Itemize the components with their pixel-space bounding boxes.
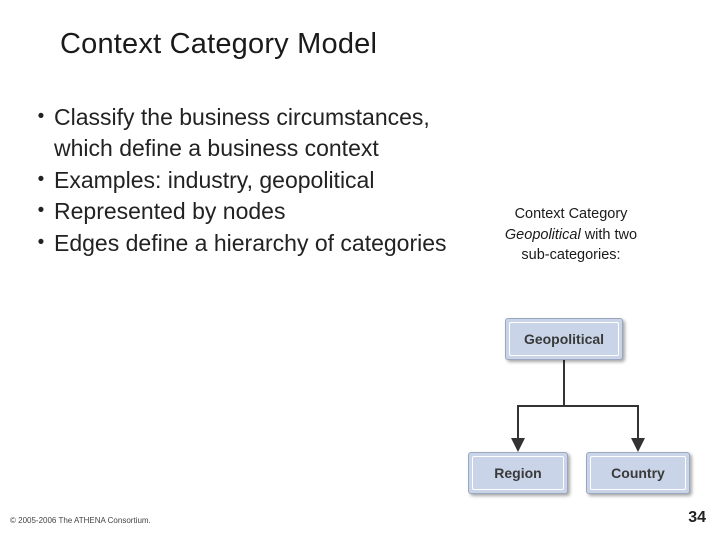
diagram-node-region[interactable]: Region xyxy=(468,452,568,494)
bullet-text: Classify the business circumstances, whi… xyxy=(54,104,430,161)
context-category-diagram: Geopolitical Region Country xyxy=(448,300,698,520)
diagram-caption-line-3: sub-categories: xyxy=(521,247,621,264)
diagram-caption-line-2: Geopolitical with two xyxy=(456,225,686,246)
diagram-node-label: Country xyxy=(611,465,665,481)
bullet-text: Edges define a hierarchy of categories xyxy=(54,230,447,257)
diagram-node-label: Region xyxy=(494,465,542,481)
diagram-node-label: Geopolitical xyxy=(523,331,605,347)
diagram-node-geopolitical[interactable]: Geopolitical xyxy=(505,318,623,360)
bullet-text: Represented by nodes xyxy=(54,198,286,225)
page-number: 34 xyxy=(688,509,706,526)
diagram-caption-line-2-rest: with two xyxy=(580,226,638,243)
page-title: Context Category Model xyxy=(60,28,378,60)
diagram-caption-line-1: Context Category xyxy=(514,206,628,222)
diagram-caption-emphasis: Geopolitical xyxy=(504,226,581,243)
bullet-text: Examples: industry, geopolitical xyxy=(54,166,375,193)
bullet-list: • Classify the business circumstances, w… xyxy=(28,102,448,260)
copyright-footer: © 2005-2006 The ATHENA Consortium. xyxy=(10,516,151,525)
list-item: • Edges define a hierarchy of categories xyxy=(28,228,448,259)
list-item: • Classify the business circumstances, w… xyxy=(28,102,448,164)
diagram-connectors xyxy=(511,360,645,452)
list-item: • Represented by nodes xyxy=(28,196,448,227)
bullet-marker-icon: • xyxy=(37,232,45,254)
bullet-marker-icon: • xyxy=(37,200,45,222)
bullet-marker-icon: • xyxy=(37,168,45,190)
bullet-marker-icon: • xyxy=(37,106,45,127)
diagram-caption: Context Category Geopolitical with two s… xyxy=(456,204,686,266)
diagram-node-country[interactable]: Country xyxy=(586,452,690,494)
list-item: • Examples: industry, geopolitical xyxy=(28,165,448,196)
